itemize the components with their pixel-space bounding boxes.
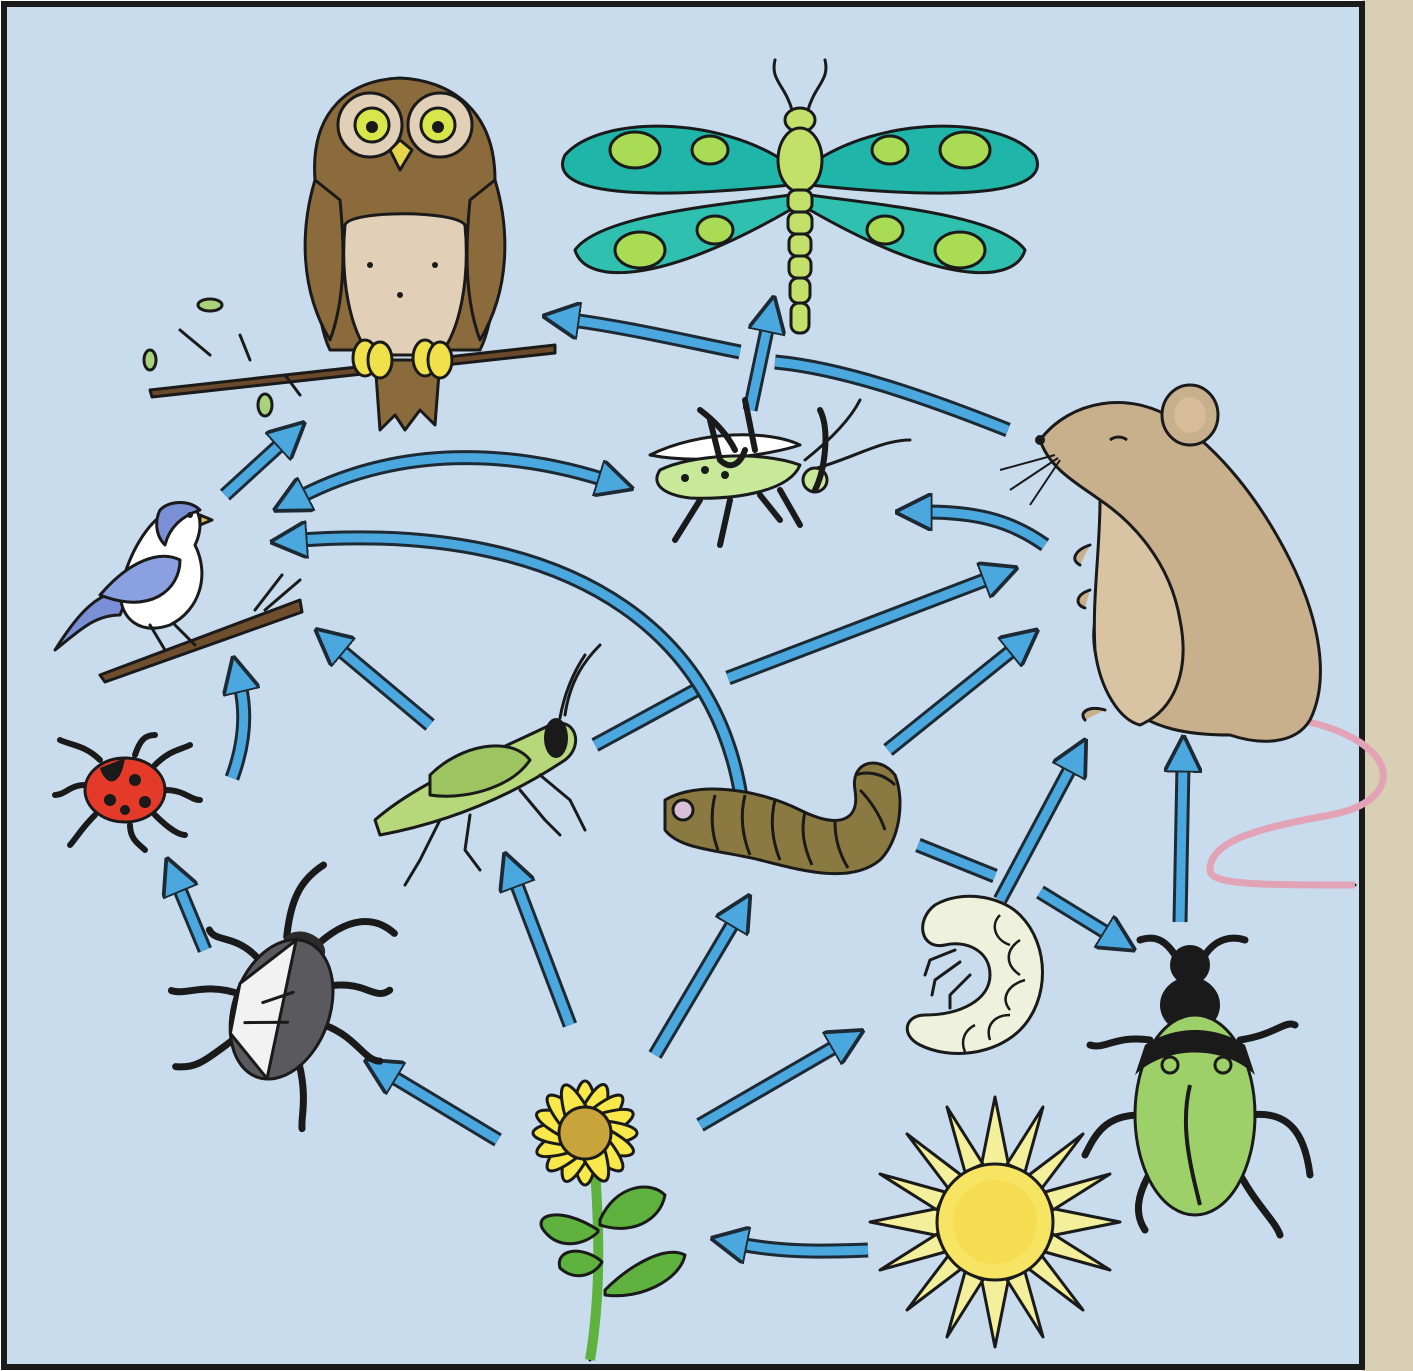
arrow-beetle-to-mouse (1180, 765, 1183, 922)
side-strip (1362, 0, 1413, 1371)
arrow-sun-to-sunflower (740, 1244, 868, 1251)
sun-icon (870, 1097, 1120, 1347)
